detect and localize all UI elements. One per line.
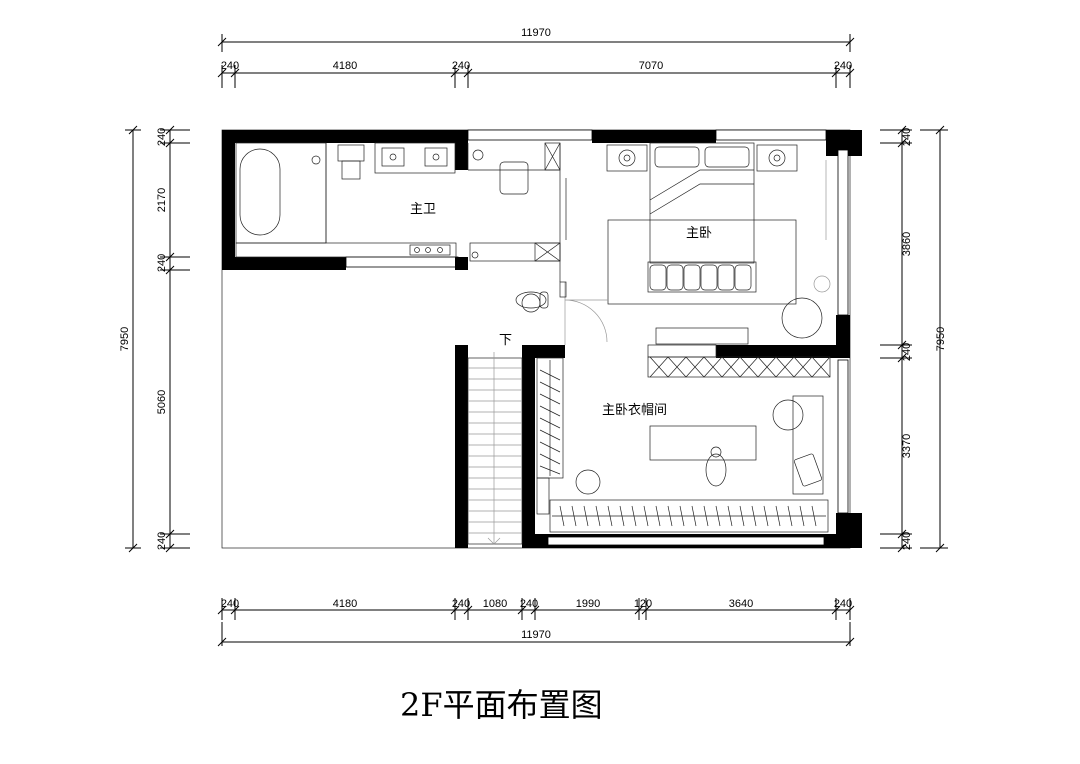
staircase: 下 [467, 291, 549, 545]
dim-top-seg-4: 7070 [639, 60, 663, 72]
dim-left-seg-4: 5060 [156, 390, 168, 414]
dim-bottom-seg-7: 120 [634, 598, 652, 610]
dim-right-seg-5: 240 [901, 532, 913, 550]
bedroom-furniture [559, 142, 831, 358]
bathroom-fixtures [235, 142, 567, 282]
dim-bottom-seg-4: 1080 [483, 598, 507, 610]
room-label-master-bath: 主卫 [410, 202, 436, 217]
dim-right-seg-3: 240 [901, 343, 913, 361]
dim-right-total: 7950 [935, 327, 947, 351]
dim-left-seg-1: 240 [156, 128, 168, 146]
walls [221, 129, 862, 549]
dim-top-seg-1: 240 [221, 60, 239, 72]
dim-bottom-seg-8: 3640 [729, 598, 753, 610]
dimension-lines [125, 34, 948, 647]
dim-left-total: 7950 [119, 327, 131, 351]
dim-bottom-total: 11970 [521, 629, 551, 641]
dim-right-seg-4: 3370 [901, 434, 913, 458]
dim-top-seg-5: 240 [834, 60, 852, 72]
dim-left-seg-5: 240 [156, 532, 168, 550]
dim-bottom-seg-1: 240 [221, 598, 239, 610]
dim-bottom-seg-2: 4180 [333, 598, 357, 610]
dim-bottom-seg-6: 1990 [576, 598, 600, 610]
dim-left-seg-3: 240 [156, 254, 168, 272]
dim-right-seg-2: 3860 [901, 232, 913, 256]
dimension-labels: 11970 240 4180 240 7070 240 240 4180 240… [119, 27, 947, 641]
drawing-title: 2F平面布置图 [400, 686, 603, 724]
closet-furniture [536, 356, 831, 533]
dim-right-seg-1: 240 [901, 128, 913, 146]
dim-bottom-seg-3: 240 [452, 598, 470, 610]
dim-bottom-seg-5: 240 [520, 598, 538, 610]
dim-top-seg-3: 240 [452, 60, 470, 72]
dim-left-seg-2: 2170 [156, 188, 168, 212]
room-label-master-closet: 主卧衣帽间 [602, 402, 667, 418]
dim-top-seg-2: 4180 [333, 60, 357, 72]
dim-top-total: 11970 [521, 27, 551, 39]
dim-bottom-seg-9: 240 [834, 598, 852, 610]
room-label-master-bedroom: 主卧 [686, 226, 712, 241]
stair-down-label: 下 [499, 333, 512, 348]
